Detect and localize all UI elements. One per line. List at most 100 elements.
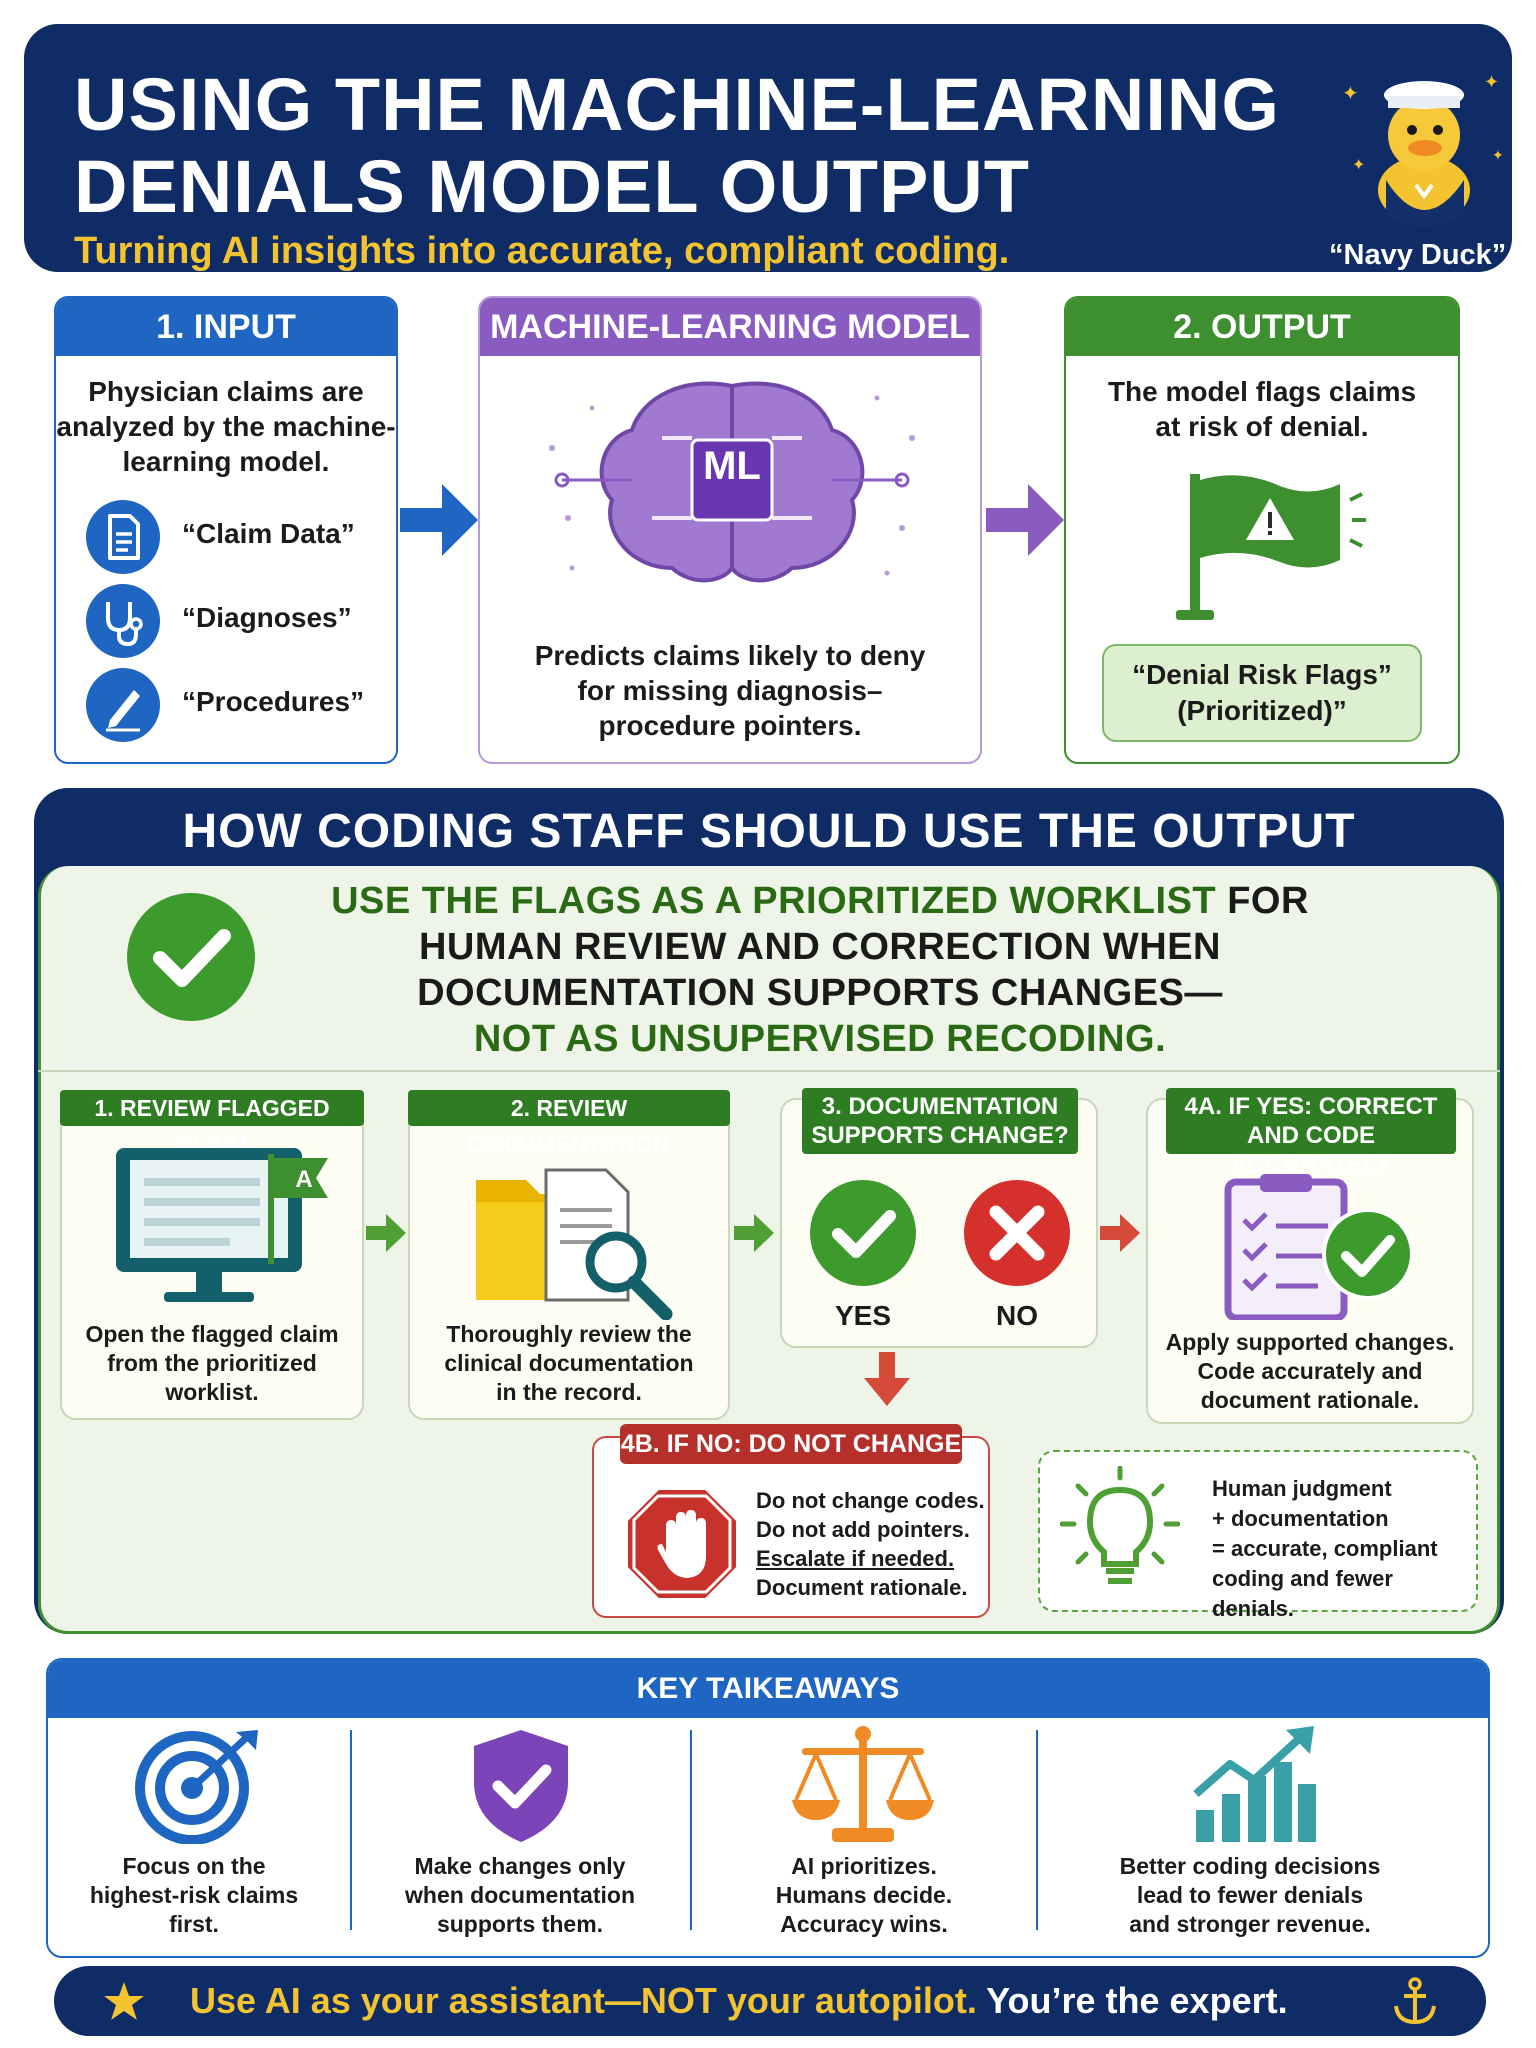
- check-circle-icon: [127, 893, 255, 1021]
- takeaway-line: first.: [169, 1911, 219, 1937]
- tip-line: + documentation: [1212, 1506, 1389, 1531]
- takeaway-line: highest-risk claims: [89, 1882, 299, 1908]
- instruction-line: Do not add pointers.: [756, 1517, 970, 1542]
- tab-line: 4A. IF YES: CORRECT: [1184, 1093, 1438, 1120]
- svg-text:✦: ✦: [1492, 148, 1504, 164]
- step-text-line: worklist.: [165, 1379, 259, 1405]
- target-icon: [135, 1730, 258, 1844]
- navy-duck-mascot-icon: ✦ ✦ ✦ ✦: [1342, 72, 1504, 227]
- input-item-label: “Procedures”: [182, 686, 365, 717]
- takeaway-1-text: Focus on the highest-risk claims first.: [34, 1852, 354, 1939]
- footer-banner: Use AI as your assistant—NOT your autopi…: [54, 1966, 1486, 2036]
- banner-line-1: USE THE FLAGS AS A PRIORITIZED WORKLIST …: [300, 878, 1340, 924]
- yes-check-icon: [810, 1180, 916, 1286]
- page-subtitle: Turning AI insights into accurate, compl…: [74, 230, 1010, 272]
- denial-risk-flags-label: “Denial Risk Flags” (Prioritized)”: [1102, 644, 1422, 742]
- tip-text: Human judgment + documentation = accurat…: [1212, 1474, 1472, 1624]
- instruction-line: Document rationale.: [756, 1575, 968, 1600]
- model-desc-line: for missing diagnosis–: [577, 675, 883, 706]
- arrow-right-icon: [734, 1214, 774, 1252]
- input-item-label: “Claim Data”: [182, 518, 355, 549]
- folder-magnifier-icon: [476, 1168, 673, 1320]
- takeaway-2-text: Make changes only when documentation sup…: [360, 1852, 680, 1939]
- scales-icon: [792, 1726, 934, 1842]
- ml-badge: ML: [703, 444, 761, 488]
- instruction-line: Escalate if needed.: [756, 1546, 955, 1571]
- human-judgment-tip: [1038, 1450, 1478, 1612]
- takeaway-line: when documentation: [405, 1882, 635, 1908]
- takeaway-line: lead to fewer denials: [1136, 1882, 1364, 1908]
- growth-chart-icon: [1193, 1726, 1316, 1842]
- divider: [1036, 1730, 1038, 1930]
- arrow-right-icon: [366, 1214, 406, 1252]
- svg-text:✦: ✦: [1342, 81, 1359, 105]
- takeaway-line: AI prioritizes.: [791, 1853, 937, 1879]
- step-text-line: in the record.: [496, 1379, 642, 1405]
- input-desc-line: Physician claims are: [88, 376, 364, 407]
- output-desc-line: at risk of denial.: [1155, 411, 1369, 442]
- divider: [38, 1070, 1500, 1072]
- svg-text:✦: ✦: [1352, 155, 1365, 174]
- tab-line: 3. DOCUMENTATION: [821, 1093, 1059, 1120]
- flag-label-line: (Prioritized)”: [1177, 695, 1347, 726]
- tip-line: Human judgment: [1212, 1476, 1392, 1501]
- model-desc-line: procedure pointers.: [598, 710, 862, 741]
- input-panel: 1. INPUT Physician claims are analyzed b…: [54, 296, 398, 764]
- lightbulb-icon: [1060, 1466, 1180, 1584]
- output-heading: 2. OUTPUT: [1066, 298, 1458, 356]
- step-1-text: Open the flagged claim from the prioriti…: [66, 1320, 358, 1407]
- step-2-tab: 2. REVIEW DOCUMENTATION: [408, 1090, 730, 1157]
- step-text-line: from the prioritized: [107, 1350, 317, 1376]
- input-desc-line: analyzed by the machine-: [56, 411, 396, 442]
- warning-flag-icon: [1176, 474, 1366, 620]
- banner-highlight: USE THE FLAGS AS A PRIORITIZED WORKLIST: [331, 880, 1217, 922]
- title-line-1: USING THE MACHINE-LEARNING: [74, 63, 1280, 146]
- banner-line-4: NOT AS UNSUPERVISED RECODING.: [473, 1018, 1167, 1060]
- mascot-label: “Navy Duck”: [1329, 239, 1507, 271]
- banner-line-2: HUMAN REVIEW AND CORRECTION WHEN: [418, 926, 1221, 968]
- brain-icon: [549, 381, 915, 583]
- takeaway-4-text: Better coding decisions lead to fewer de…: [1090, 1852, 1410, 1939]
- key-takeaways-heading: KEY TAIKEAWAYS: [48, 1660, 1488, 1718]
- tab-line: AND CODE ACCURATELY: [1230, 1122, 1392, 1178]
- arrow-right-icon: [1100, 1214, 1140, 1252]
- arrow-right-icon: [986, 484, 1064, 556]
- footer-message: Use AI as your assistant—NOT your autopi…: [190, 1980, 1288, 2022]
- takeaway-line: and stronger revenue.: [1129, 1911, 1371, 1937]
- step-2-text: Thoroughly review the clinical documenta…: [414, 1320, 724, 1407]
- step-4b-tab: 4B. IF NO: DO NOT CHANGE: [620, 1424, 962, 1464]
- input-item-procedures: “Procedures”: [86, 668, 386, 744]
- step-text-line: Thoroughly review the: [446, 1321, 692, 1347]
- flag-letter: A: [295, 1166, 313, 1193]
- takeaway-line: Make changes only: [414, 1853, 626, 1879]
- step-text-line: Open the flagged claim: [85, 1321, 339, 1347]
- step-1-tab: 1. REVIEW FLAGGED CLAIM: [60, 1090, 364, 1157]
- output-desc-line: The model flags claims: [1107, 376, 1417, 407]
- takeaway-line: Accuracy wins.: [780, 1911, 948, 1937]
- header-banner: USING THE MACHINE-LEARNING DENIALS MODEL…: [24, 24, 1512, 272]
- star-icon: [104, 1982, 144, 2020]
- usage-heading: HOW CODING STAFF SHOULD USE THE OUTPUT: [182, 805, 1356, 858]
- takeaway-3-text: AI prioritizes. Humans decide. Accuracy …: [704, 1852, 1024, 1939]
- footer-text: You’re the expert.: [976, 1980, 1288, 2021]
- banner-line-3: DOCUMENTATION SUPPORTS CHANGES—: [417, 972, 1223, 1014]
- do-not-change-instructions: Do not change codes. Do not add pointers…: [756, 1486, 986, 1602]
- takeaway-line: Humans decide.: [775, 1882, 953, 1908]
- model-desc-line: Predicts claims likely to deny: [534, 640, 926, 671]
- pen-icon: [86, 668, 160, 742]
- title-line-2: DENIALS MODEL OUTPUT: [74, 145, 1030, 228]
- divider: [690, 1730, 692, 1930]
- page-title: USING THE MACHINE-LEARNING DENIALS MODEL…: [74, 64, 1280, 228]
- banner-text-part: FOR: [1216, 880, 1309, 922]
- anchor-icon: [1394, 1977, 1436, 2025]
- stethoscope-icon: [86, 584, 160, 658]
- takeaway-line: Focus on the: [122, 1853, 266, 1879]
- no-label: NO: [996, 1300, 1038, 1331]
- input-item-label: “Diagnoses”: [182, 602, 352, 633]
- arrow-right-icon: [400, 484, 478, 556]
- output-panel: 2. OUTPUT The model flags claims at risk…: [1064, 296, 1460, 764]
- model-heading: MACHINE-LEARNING MODEL: [480, 298, 980, 356]
- stop-hand-icon: [624, 1486, 740, 1602]
- input-item-diagnoses: “Diagnoses”: [86, 584, 386, 660]
- clipboard-check-icon: [1224, 1174, 1414, 1320]
